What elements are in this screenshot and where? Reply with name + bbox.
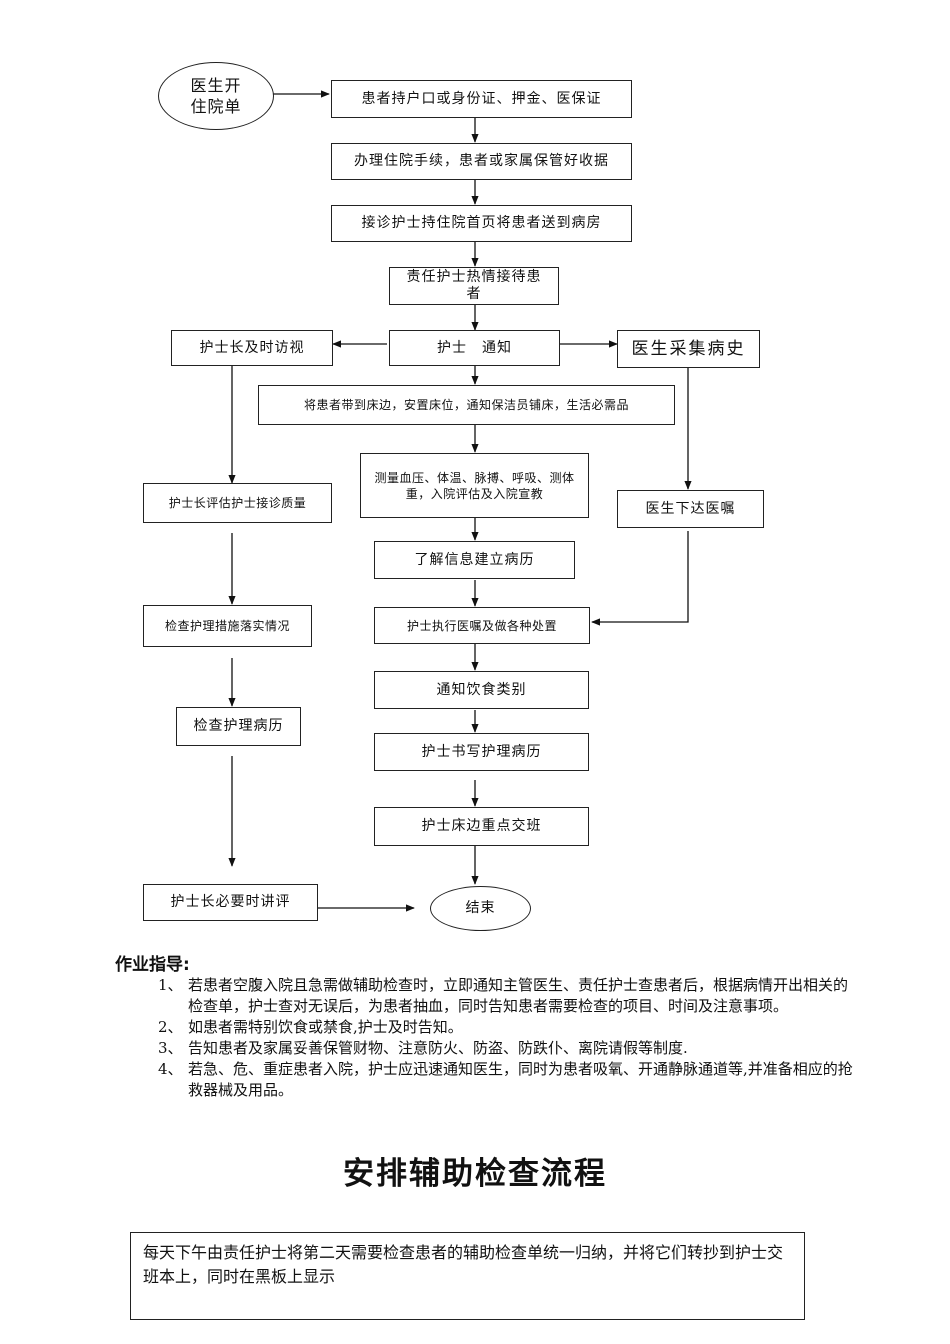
guidance-heading: 作业指导: — [115, 955, 190, 975]
step-execute: 护士执行医嘱及做各种处置 — [374, 607, 590, 644]
step-write: 护士书写护理病历 — [374, 733, 589, 771]
step-reception: 责任护士热情接待患者 — [389, 267, 559, 305]
step-id-documents: 患者持户口或身份证、押金、医保证 — [331, 80, 632, 118]
head-nurse-check-measures: 检查护理措施落实情况 — [143, 605, 312, 647]
guidance-item: 1、 若患者空腹入院且急需做辅助检查时，立即通知主管医生、责任护士查患者后，根据… — [158, 975, 858, 1017]
guidance-item-text: 若急、危、重症患者入院，护士应迅速通知医生，同时为患者吸氧、开通静脉通道等,并准… — [188, 1060, 853, 1099]
guidance-item: 2、 如患者需特别饮食或禁食,护士及时告知。 — [158, 1017, 858, 1038]
head-nurse-check-records-label: 检查护理病历 — [193, 718, 284, 734]
step-bed-label: 将患者带到床边，安置床位，通知保洁员铺床，生活必需品 — [303, 398, 629, 412]
head-nurse-visit-label: 护士长及时访视 — [199, 339, 305, 356]
guidance-item-number: 3、 — [158, 1039, 183, 1057]
guidance-item-text: 告知患者及家属妥善保管财物、注意防火、防盗、防跌仆、离院请假等制度. — [188, 1039, 688, 1057]
head-nurse-review: 护士长必要时讲评 — [143, 884, 318, 921]
doctor-history: 医生采集病史 — [617, 330, 760, 368]
step-admission: 办理住院手续，患者或家属保管好收据 — [331, 143, 632, 180]
step-notify-label: 护士 通知 — [437, 339, 512, 356]
step-handover: 护士床边重点交班 — [374, 807, 589, 846]
step-admission-label: 办理住院手续，患者或家属保管好收据 — [354, 153, 609, 169]
step-handover-label: 护士床边重点交班 — [421, 818, 542, 834]
step-diet-label: 通知饮食类别 — [436, 681, 527, 698]
step-id-documents-label: 患者持户口或身份证、押金、医保证 — [361, 90, 602, 107]
doctor-history-label: 医生采集病史 — [631, 338, 746, 359]
step-escort: 接诊护士持住院首页将患者送到病房 — [331, 205, 632, 242]
guidance-item: 3、 告知患者及家属妥善保管财物、注意防火、防盗、防跌仆、离院请假等制度. — [158, 1038, 858, 1059]
guidance-item-number: 4、 — [158, 1060, 183, 1078]
doctor-orders: 医生下达医嘱 — [617, 490, 764, 528]
step-write-label: 护士书写护理病历 — [421, 743, 542, 760]
guidance-item: 4、 若急、危、重症患者入院，护士应迅速通知医生，同时为患者吸氧、开通静脉通道等… — [158, 1059, 858, 1101]
section-note: 每天下午由责任护士将第二天需要检查患者的辅助检查单统一归纳，并将它们转抄到护士交… — [130, 1232, 805, 1320]
end-ellipse: 结束 — [430, 886, 531, 931]
step-reception-label: 责任护士热情接待患者 — [406, 269, 542, 302]
step-escort-label: 接诊护士持住院首页将患者送到病房 — [361, 215, 602, 231]
head-nurse-visit: 护士长及时访视 — [171, 330, 333, 366]
step-measure: 测量血压、体温、脉搏、呼吸、测体重，入院评估及入院宣教 — [360, 453, 589, 518]
step-measure-label: 测量血压、体温、脉搏、呼吸、测体重，入院评估及入院宣教 — [374, 470, 575, 501]
guidance-item-number: 1、 — [158, 976, 183, 994]
step-record-label: 了解信息建立病历 — [414, 551, 535, 568]
head-nurse-check-records: 检查护理病历 — [176, 707, 301, 746]
section-note-text: 每天下午由责任护士将第二天需要检查患者的辅助检查单统一归纳，并将它们转抄到护士交… — [143, 1243, 784, 1286]
step-notify: 护士 通知 — [389, 330, 560, 366]
start-label: 医生开住院单 — [190, 76, 242, 116]
doctor-orders-label: 医生下达医嘱 — [645, 500, 736, 517]
arrow-orders-to-execute — [591, 531, 689, 626]
guidance-item-number: 2、 — [158, 1018, 183, 1036]
step-record: 了解信息建立病历 — [374, 541, 575, 579]
end-label: 结束 — [465, 900, 496, 916]
step-bed: 将患者带到床边，安置床位，通知保洁员铺床，生活必需品 — [258, 385, 675, 425]
section-title: 安排辅助检查流程 — [343, 1156, 607, 1192]
guidance-item-text: 若患者空腹入院且急需做辅助检查时，立即通知主管医生、责任护士查患者后，根据病情开… — [188, 976, 849, 1015]
guidance-item-text: 如患者需特别饮食或禁食,护士及时告知。 — [188, 1018, 463, 1036]
head-nurse-evaluate: 护士长评估护士接诊质量 — [143, 483, 332, 523]
step-execute-label: 护士执行医嘱及做各种处置 — [406, 618, 557, 633]
head-nurse-review-label: 护士长必要时讲评 — [170, 894, 291, 910]
head-nurse-evaluate-label: 护士长评估护士接诊质量 — [168, 496, 307, 510]
guidance-list: 1、 若患者空腹入院且急需做辅助检查时，立即通知主管医生、责任护士查患者后，根据… — [158, 975, 858, 1101]
start-ellipse: 医生开住院单 — [158, 62, 274, 130]
head-nurse-check-measures-label: 检查护理措施落实情况 — [164, 619, 290, 633]
step-diet: 通知饮食类别 — [374, 671, 589, 709]
